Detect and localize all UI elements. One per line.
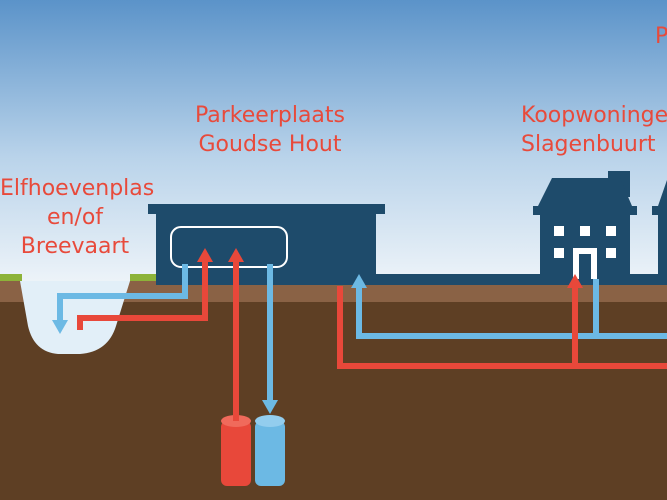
warm-storage-tank (221, 415, 251, 486)
label-lake-line-3: Breevaart (20, 234, 130, 259)
lake (20, 281, 130, 354)
cold-pipes (57, 264, 667, 402)
label-parking-line-1: Parkeerplaats (194, 103, 345, 128)
cold-pipe-loop (356, 279, 599, 339)
cold-pipe-lake (57, 264, 188, 322)
warm-pipe-lake (77, 258, 208, 330)
arrow-icon (228, 248, 244, 262)
label-parking: Parkeerplaats Goudse Hout (180, 101, 360, 159)
label-homes-line-1: Koopwoningen (521, 103, 667, 128)
arrow-icon (52, 320, 68, 334)
grass-middle (130, 274, 162, 282)
warm-pipe-loop (337, 286, 667, 369)
label-lake: Elfhoevenplas en/of Breevaart (0, 174, 155, 261)
label-lake-line-1: Elfhoevenplas (0, 176, 155, 201)
street-strip (376, 274, 667, 285)
arrow-icon (262, 400, 278, 414)
arrow-icon (351, 274, 367, 288)
parking-building (148, 204, 385, 285)
house-partial (652, 180, 667, 279)
arrow-icon (197, 248, 213, 262)
label-homes: Koopwoningen Slagenbuurt (505, 101, 667, 159)
cold-storage-tank (255, 415, 285, 486)
grass-left (0, 274, 22, 282)
heat-exchanger-box (170, 226, 288, 268)
label-homes-line-2: Slagenbuurt (521, 132, 656, 157)
arrow-icon (567, 274, 583, 288)
warm-pipes (77, 258, 667, 421)
house (533, 171, 637, 279)
label-parking-line-2: Goudse Hout (198, 132, 342, 157)
label-edge-fragment: P (655, 24, 667, 49)
label-lake-line-2: en/of (46, 205, 104, 230)
